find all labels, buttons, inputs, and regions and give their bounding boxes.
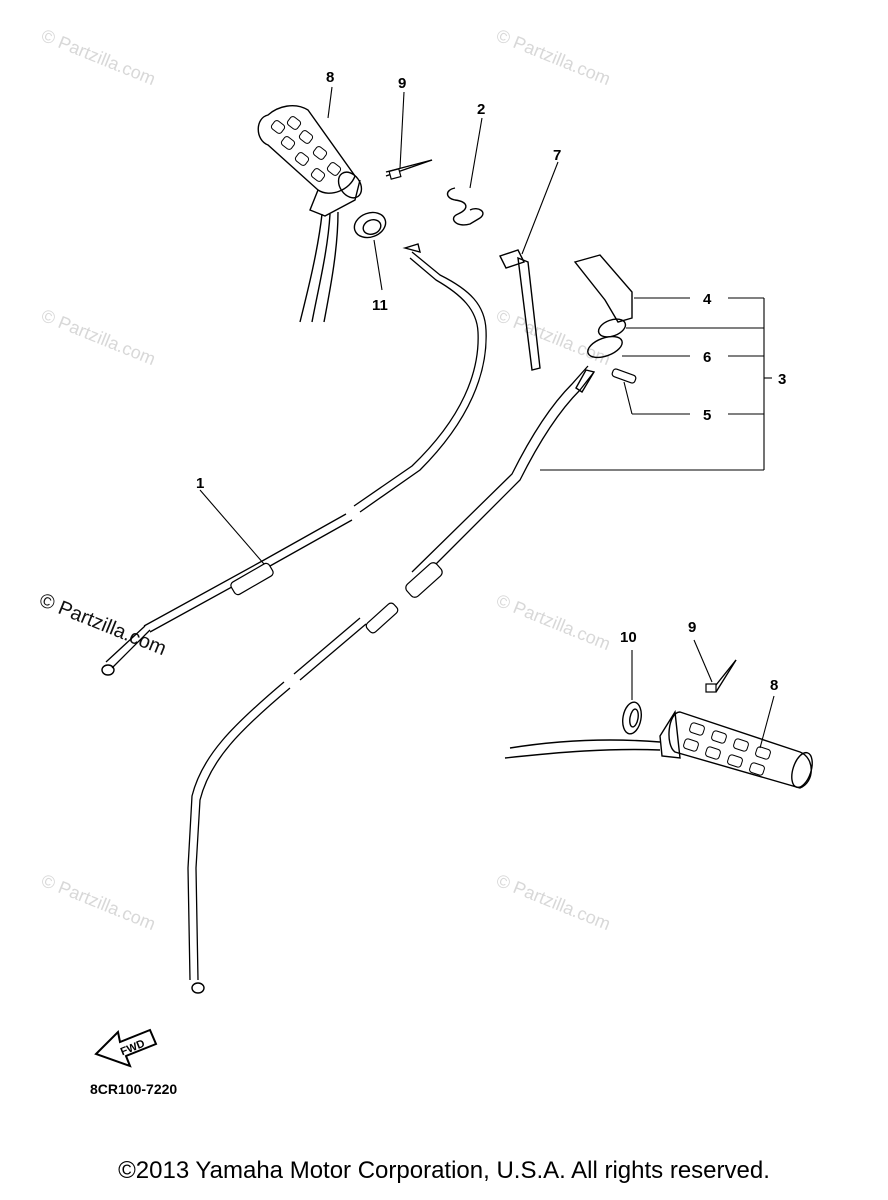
watermark: © Partzilla.com (39, 25, 159, 89)
watermark: © Partzilla.com (494, 870, 614, 934)
lever-7 (499, 249, 541, 371)
watermark: © Partzilla.com (39, 305, 159, 369)
callout-8-left: 8 (326, 69, 334, 86)
cable-1 (101, 243, 487, 676)
callout-7: 7 (553, 147, 561, 164)
throttle-parts (573, 254, 637, 384)
callout-3: 3 (778, 371, 786, 388)
watermark: © Partzilla.com (494, 25, 614, 89)
watermark-dark: © Partzilla.com (36, 589, 169, 660)
callout-6: 6 (703, 349, 711, 366)
callout-10: 10 (620, 629, 637, 646)
copyright-notice: ©2013 Yamaha Motor Corporation, U.S.A. A… (118, 1157, 770, 1184)
callout-5: 5 (703, 407, 711, 424)
right-grip-assembly (504, 659, 813, 789)
watermark: © Partzilla.com (494, 590, 614, 654)
cable-3 (187, 365, 596, 994)
watermark: © Partzilla.com (39, 870, 159, 934)
clip-2 (446, 187, 484, 226)
callout-11: 11 (372, 297, 388, 314)
watermark: © Partzilla.com (494, 305, 614, 369)
watermark-layer: © Partzilla.com © Partzilla.com © Partzi… (36, 25, 613, 934)
leader-lines (199, 86, 775, 749)
callout-1: 1 (196, 475, 204, 492)
diagram-code: 8CR100-7220 (90, 1081, 177, 1097)
left-grip-assembly (257, 104, 433, 323)
callout-9-left: 9 (398, 75, 406, 92)
callout-8-right: 8 (770, 677, 778, 694)
callout-2: 2 (477, 101, 485, 118)
callout-4: 4 (703, 291, 712, 308)
fwd-arrow-icon: FWD (94, 1028, 158, 1068)
callout-9-right: 9 (688, 619, 696, 636)
